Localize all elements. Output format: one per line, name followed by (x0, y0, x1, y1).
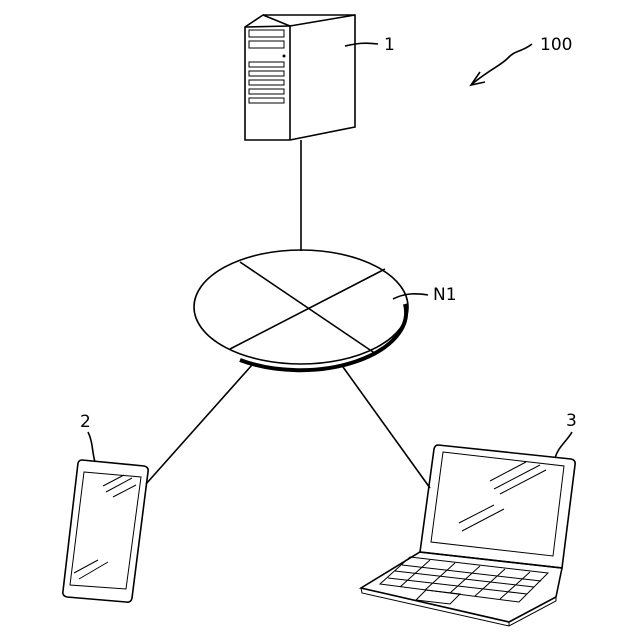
network-tablet-link (146, 365, 252, 484)
laptop-label: 3 (566, 411, 577, 431)
network-leader (393, 294, 428, 299)
tablet-leader (88, 432, 95, 462)
server-label: 1 (384, 35, 395, 55)
server-tower-icon (245, 15, 355, 140)
tablet-icon (63, 460, 148, 602)
server-leader (345, 43, 378, 46)
system-arrow (472, 44, 532, 84)
network-laptop-link (343, 367, 430, 488)
tablet-label: 2 (80, 412, 91, 432)
system-label: 100 (540, 35, 572, 55)
network-label: N1 (433, 285, 457, 305)
laptop-leader (555, 432, 572, 458)
network-ellipse-icon (194, 250, 408, 370)
laptop-icon (361, 445, 575, 626)
